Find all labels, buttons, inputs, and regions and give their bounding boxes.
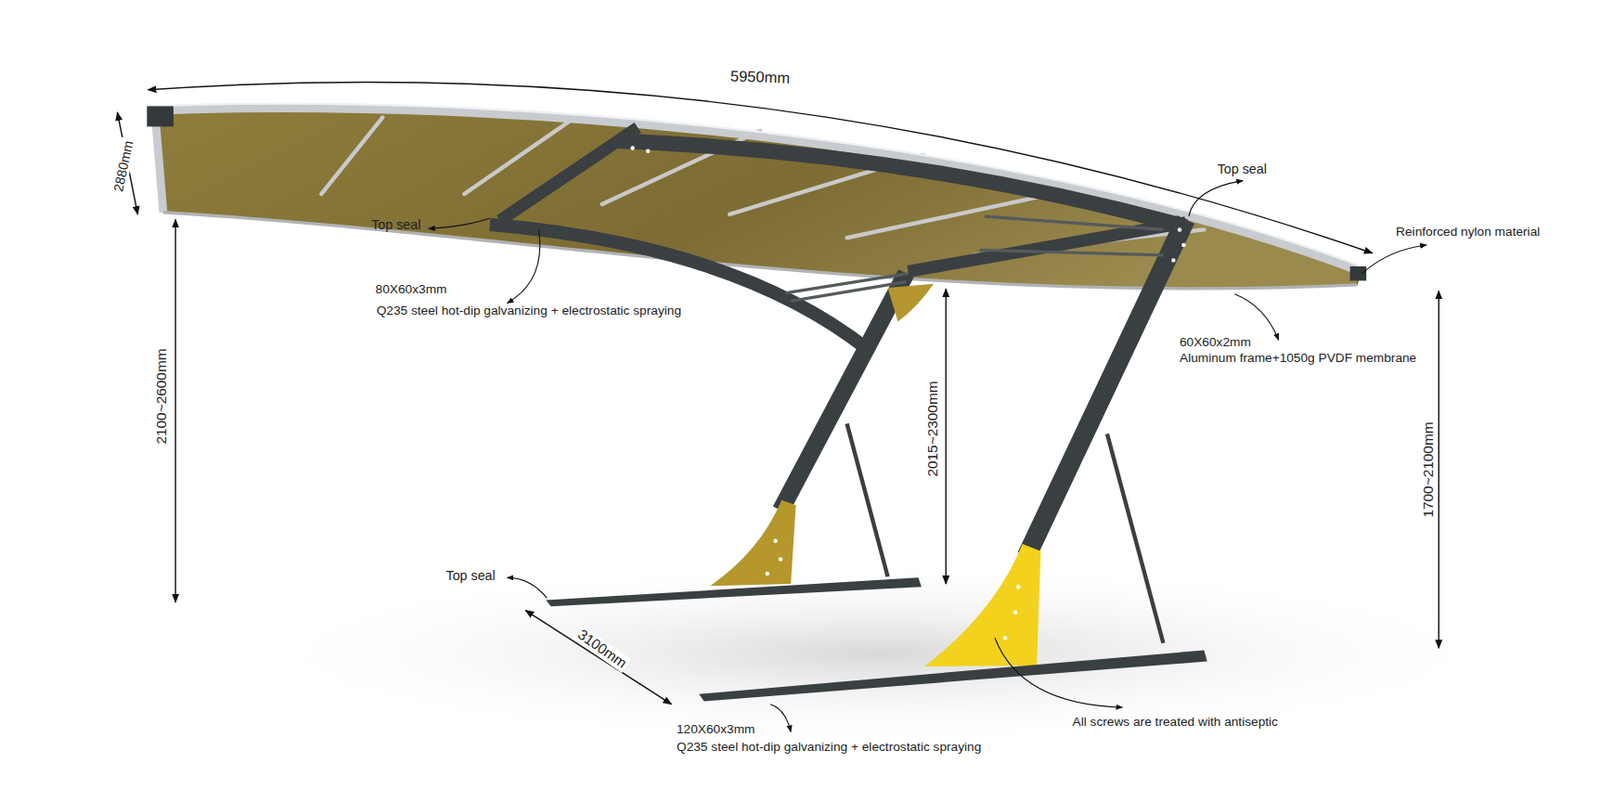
dimension-label: 1700~2100mm xyxy=(1419,419,1437,519)
part-label: Top seal xyxy=(1217,161,1267,177)
spec-label: 60X60x2mm xyxy=(1179,335,1252,350)
dimension-label: 2015~2300mm xyxy=(924,378,942,478)
material-label: Reinforced nylon material xyxy=(1395,224,1540,240)
part-label: Top seal xyxy=(371,217,421,233)
dimension-label: 2100~2600mm xyxy=(153,346,170,446)
note-label: All screws are treated with antiseptic xyxy=(1072,714,1278,730)
spec-label: 80X60x3mm xyxy=(375,282,448,297)
part-label: Top seal xyxy=(446,567,496,583)
spec-label: 120X60x3mm xyxy=(676,722,755,737)
material-label: Q235 steel hot-dip galvanizing + electro… xyxy=(676,739,981,755)
material-label: Aluminum frame+1050g PVDF membrane xyxy=(1179,350,1417,366)
dimension-label: 5950mm xyxy=(728,66,793,87)
material-label: Q235 steel hot-dip galvanizing + electro… xyxy=(376,303,682,319)
